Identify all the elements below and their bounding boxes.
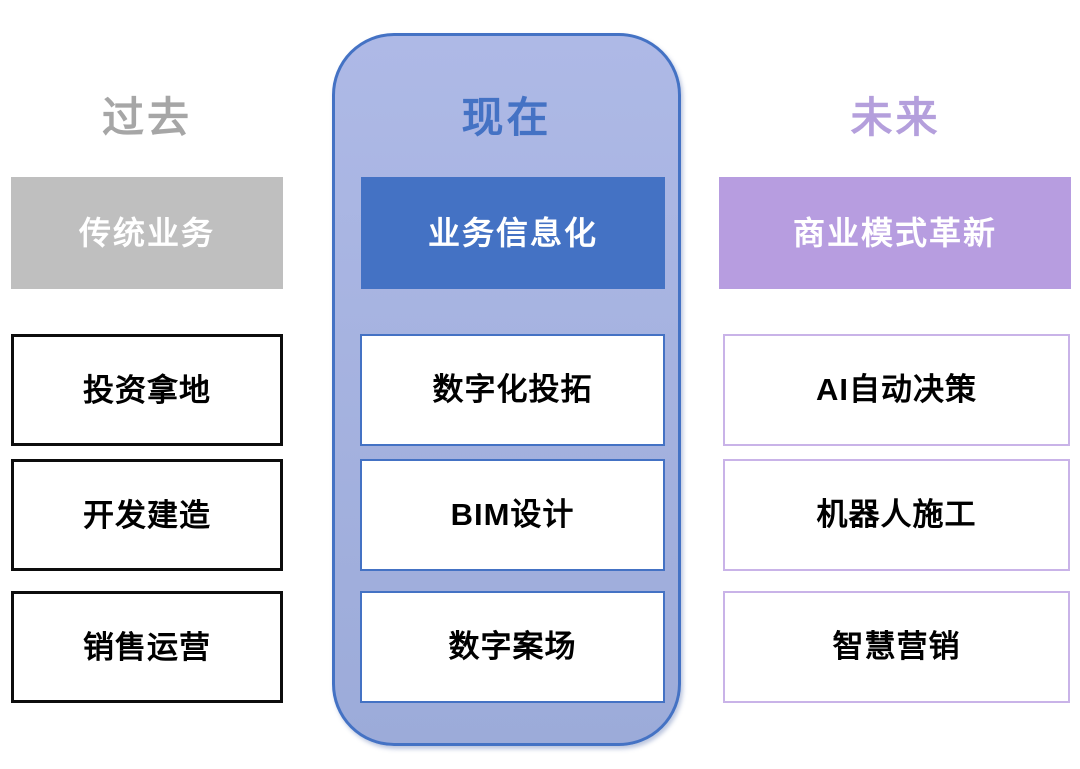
column-title-present: 现在 [461,94,552,141]
item-present-bim-design: BIM设计 [360,459,665,571]
header-past-traditional-business: 传统业务 [11,177,283,289]
item-future-smart-marketing: 智慧营销 [723,591,1070,703]
item-present-digital-sales-site: 数字案场 [360,591,665,703]
item-future-robot-construction: 机器人施工 [723,459,1070,571]
item-present-digital-investment: 数字化投拓 [360,334,665,446]
item-past-sales-operation: 销售运营 [11,591,283,703]
column-title-past: 过去 [101,94,192,141]
item-past-investment-land: 投资拿地 [11,334,283,446]
column-title-future: 未来 [850,94,941,141]
header-future-business-model-innovation: 商业模式革新 [719,177,1071,289]
header-present-business-informatization: 业务信息化 [361,177,665,289]
item-future-ai-decision: AI自动决策 [723,334,1070,446]
item-past-development-construction: 开发建造 [11,459,283,571]
